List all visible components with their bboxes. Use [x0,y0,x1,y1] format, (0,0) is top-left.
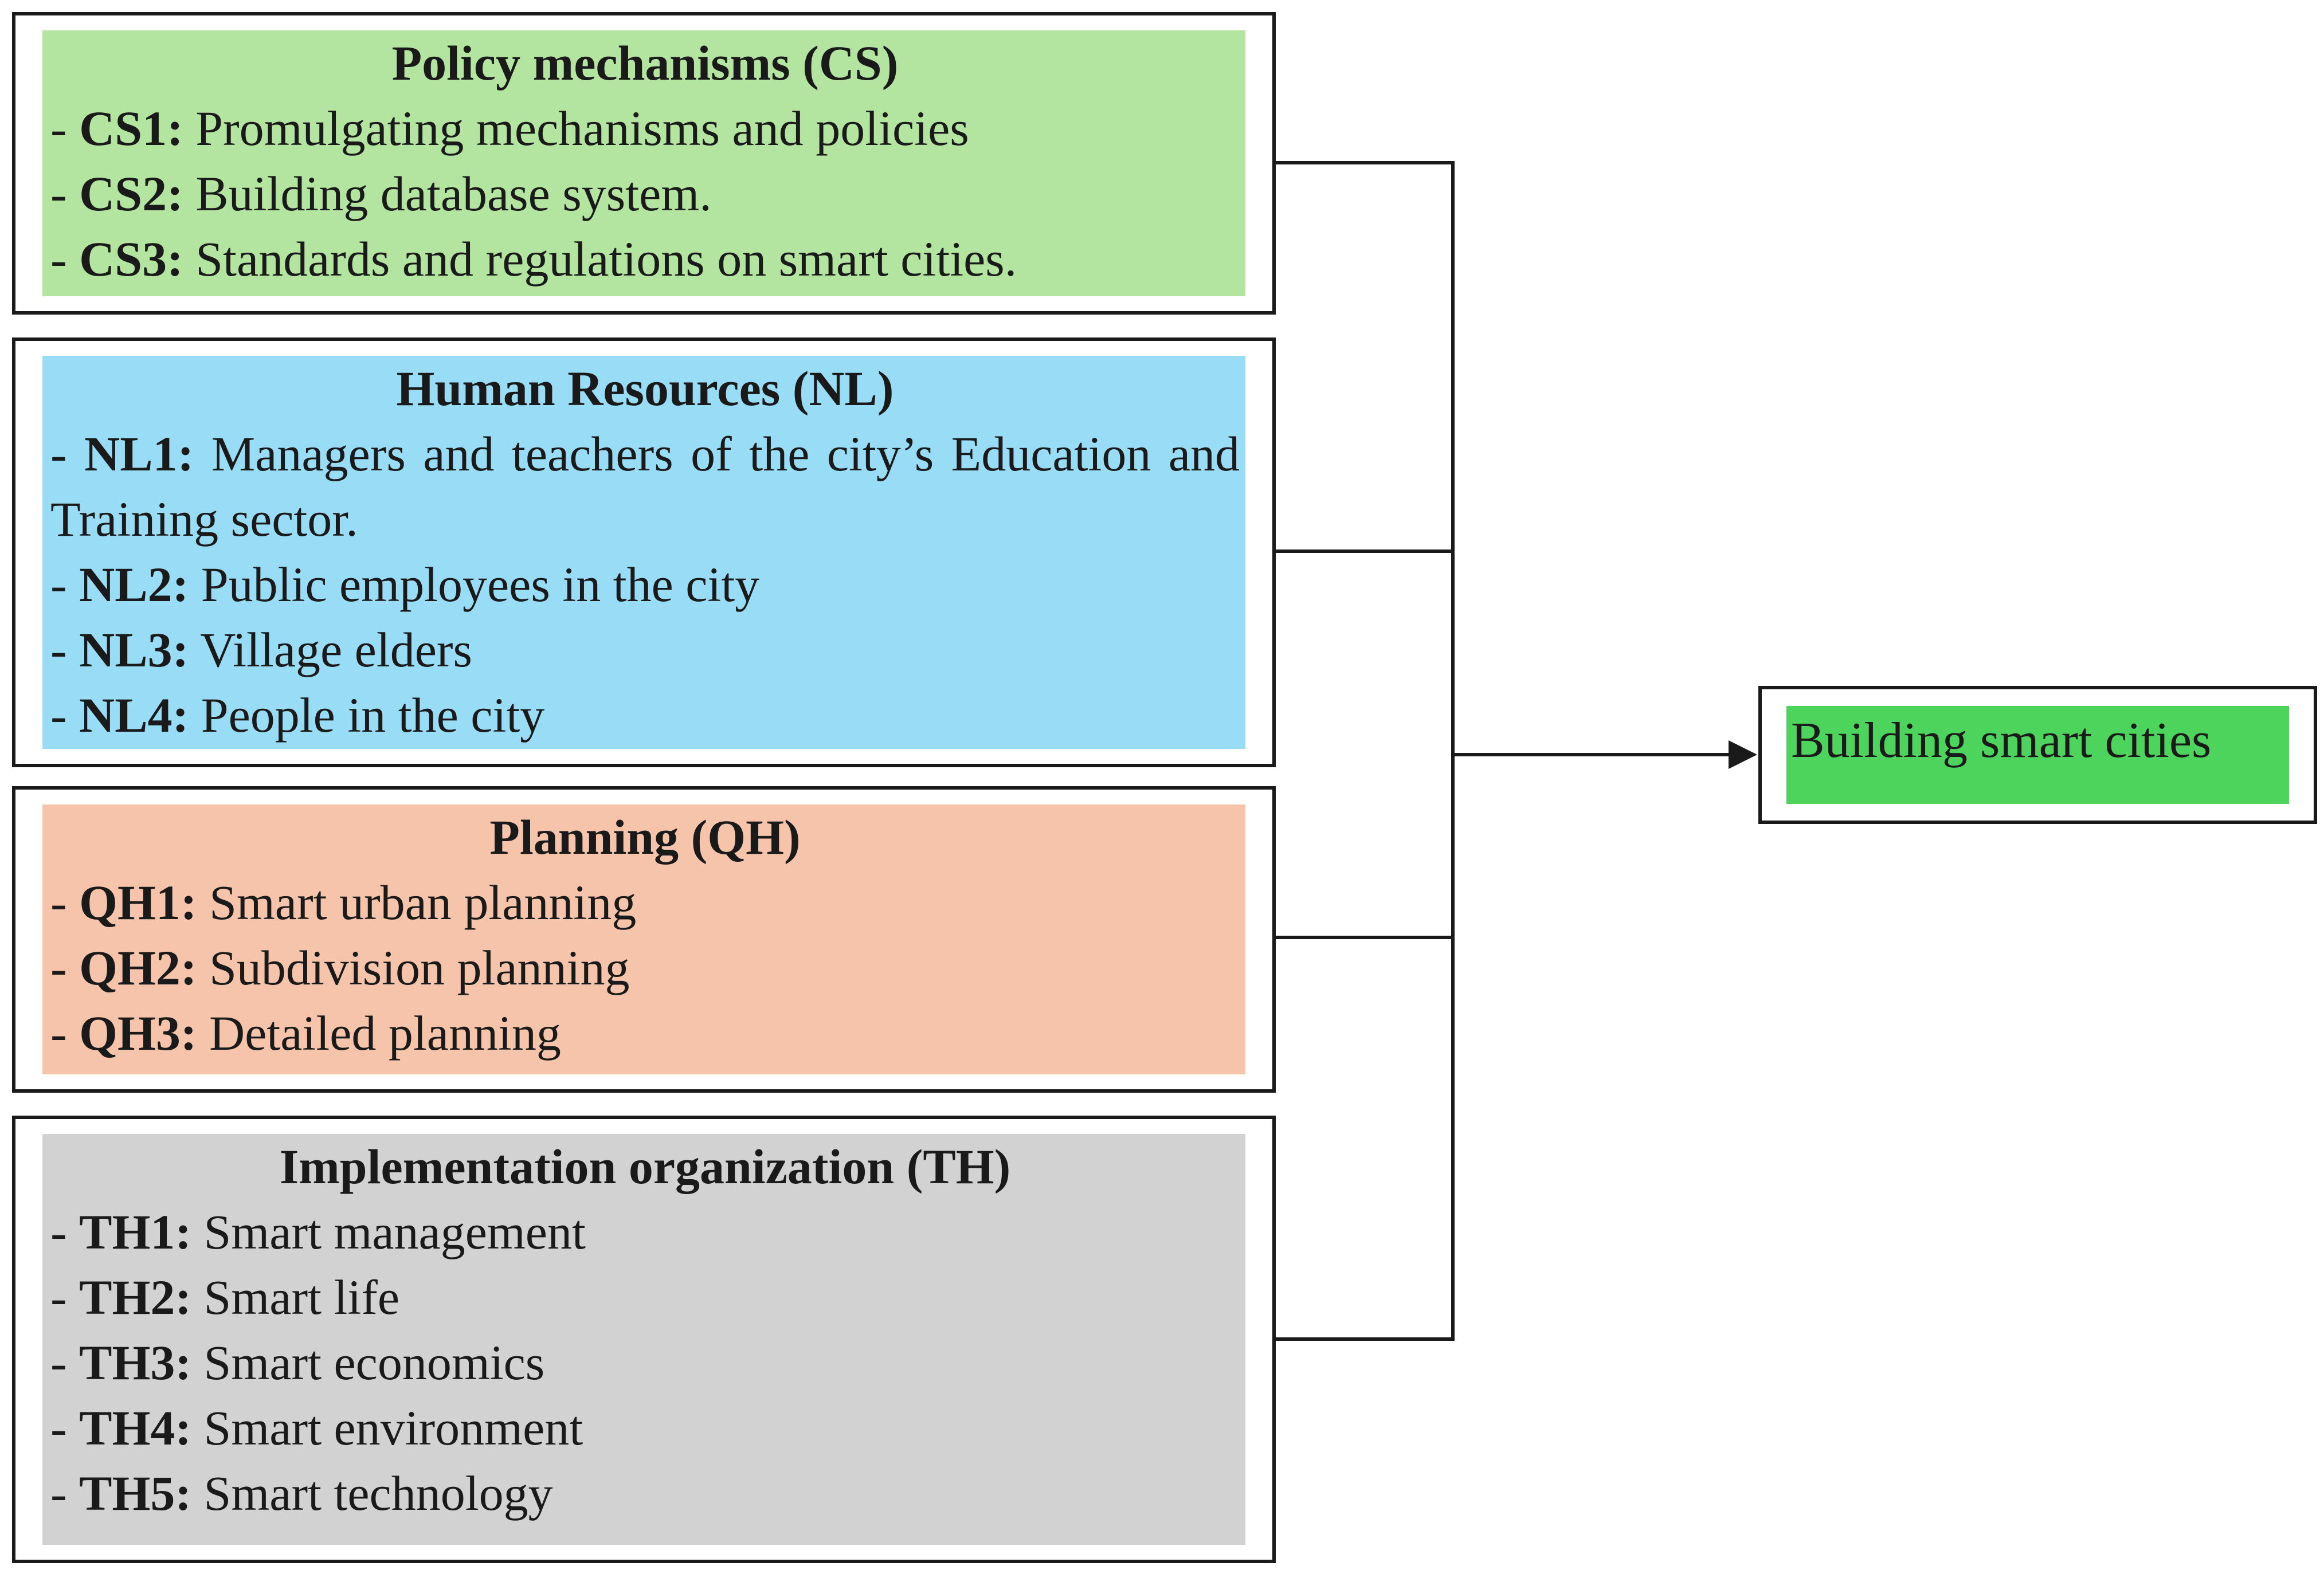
item-prefix: - [50,1270,80,1325]
item-text: Building database system. [183,166,712,221]
list-item: - NL2: Public employees in the city [50,552,1240,617]
item-prefix: - [50,166,80,221]
item-code: QH3: [79,1006,197,1061]
item-prefix: - [50,101,80,156]
target-box-building-smart-cities: Building smart cities [1758,686,2317,824]
list-item: - NL4: People in the city [50,682,1240,748]
item-code: QH1: [79,875,197,930]
item-text: Detailed planning [197,1006,561,1061]
list-item: - CS2: Building database system. [50,161,1240,226]
list-item: - CS3: Standards and regulations on smar… [50,226,1240,292]
item-prefix: - [50,1335,80,1390]
item-code: CS3: [79,231,183,286]
list-item: - NL1: Managers and teachers of the city… [50,421,1240,552]
item-prefix: - [50,622,80,677]
group-title: Policy mechanisms (CS) [391,36,899,91]
list-item: - TH4: Smart environment [50,1395,1240,1461]
list-item: - TH5: Smart technology [50,1461,1240,1526]
item-text: Smart management [191,1204,586,1259]
list-item: - NL3: Village elders [50,617,1240,682]
group-title: Implementation organization (TH) [279,1139,1011,1194]
item-prefix: - [50,940,80,995]
item-text: Standards and regulations on smart citie… [183,231,1017,286]
item-prefix: - [50,1466,80,1521]
group-implementation-organization-panel: Implementation organization (TH) - TH1: … [42,1134,1245,1545]
target-label: Building smart cities [1786,706,2289,804]
item-code: NL1: [84,426,194,481]
arrowhead-icon [1729,740,1757,769]
list-item: - QH3: Detailed planning [50,1000,1240,1066]
list-item: - TH2: Smart life [50,1265,1240,1330]
list-item: - QH1: Smart urban planning [50,870,1240,935]
item-text: Smart urban planning [197,875,637,930]
group-policy-mechanisms: Policy mechanisms (CS) - CS1: Promulgati… [12,12,1276,315]
item-text: Smart economics [191,1335,545,1390]
item-code: TH1: [79,1204,192,1259]
item-code: NL4: [79,688,189,743]
item-prefix: - [50,1204,80,1259]
item-prefix: - [50,1400,80,1455]
item-code: TH2: [79,1270,192,1325]
group-implementation-organization: Implementation organization (TH) - TH1: … [12,1116,1276,1563]
group-policy-mechanisms-panel: Policy mechanisms (CS) - CS1: Promulgati… [42,30,1245,296]
item-code: QH2: [79,940,197,995]
item-prefix: - [50,1006,80,1061]
group-title: Human Resources (NL) [396,361,894,416]
item-text: Subdivision planning [197,940,630,995]
item-code: TH5: [79,1466,192,1521]
item-text: Village elders [189,622,473,677]
item-prefix: - [50,557,80,612]
item-code: CS2: [79,166,183,221]
item-prefix: - [50,426,85,481]
list-item: - TH3: Smart economics [50,1330,1240,1395]
item-text: Managers and teachers of the city’s Educ… [50,426,1240,547]
item-text: People in the city [189,688,545,743]
item-text: Smart life [191,1270,400,1325]
list-item: - CS1: Promulgating mechanisms and polic… [50,96,1240,161]
group-human-resources: Human Resources (NL) - NL1: Managers and… [12,337,1276,767]
item-prefix: - [50,688,80,743]
list-item: - TH1: Smart management [50,1199,1240,1265]
item-code: NL3: [79,622,189,677]
item-code: TH3: [79,1335,192,1390]
item-prefix: - [50,875,80,930]
group-title: Planning (QH) [489,810,801,865]
item-code: CS1: [79,101,183,156]
group-planning-panel: Planning (QH) - QH1: Smart urban plannin… [42,804,1245,1074]
list-item: - QH2: Subdivision planning [50,935,1240,1000]
item-code: NL2: [79,557,189,612]
item-text: Promulgating mechanisms and policies [183,101,969,156]
group-planning: Planning (QH) - QH1: Smart urban plannin… [12,786,1276,1093]
item-code: TH4: [79,1400,192,1455]
item-prefix: - [50,231,80,286]
group-human-resources-panel: Human Resources (NL) - NL1: Managers and… [42,356,1245,749]
item-text: Smart environment [191,1400,583,1455]
item-text: Public employees in the city [189,557,760,612]
item-text: Smart technology [191,1466,553,1521]
